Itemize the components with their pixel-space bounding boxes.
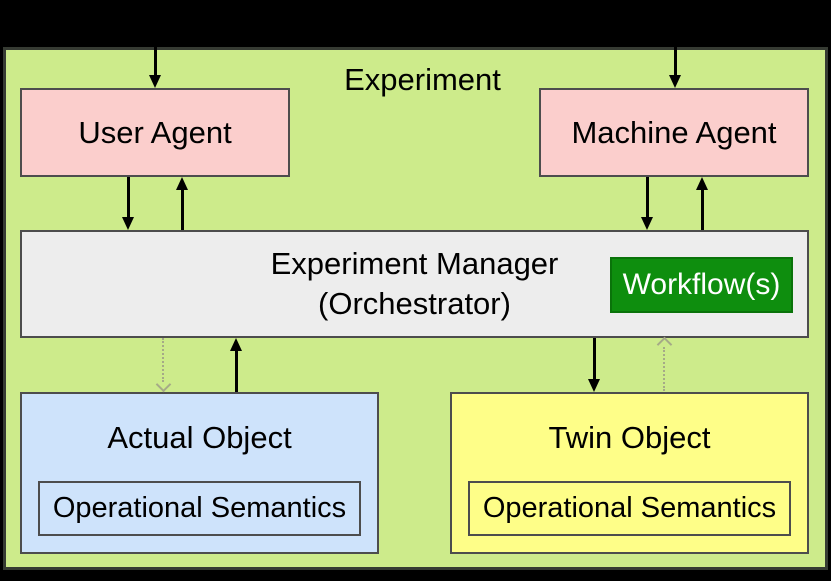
workflow-label: Workflow(s) [622, 268, 781, 301]
arrow-manager-to-actual-object-dotted [162, 338, 165, 391]
experiment-label: Experiment [344, 62, 501, 97]
user-agent-label: User Agent [78, 114, 232, 150]
arrow-manager-to-twin-object [587, 338, 600, 392]
experiment-manager-node: Experiment Manager (Orchestrator) Workfl… [20, 230, 809, 338]
arrow-top-into-machine-agent [668, 40, 681, 88]
arrow-manager-to-user-agent [175, 177, 188, 230]
actual-object-label: Actual Object [107, 419, 292, 455]
twin-operational-semantics-node: Operational Semantics [468, 481, 791, 536]
twin-object-node: Twin Object Operational Semantics [450, 392, 809, 554]
actual-object-node: Actual Object Operational Semantics [20, 392, 379, 554]
workflow-node: Workflow(s) [610, 257, 793, 313]
experiment-manager-subtitle: (Orchestrator) [318, 286, 511, 321]
arrow-top-into-user-agent [148, 40, 161, 88]
user-agent-node: User Agent [20, 88, 290, 177]
arrow-actual-object-to-manager [229, 338, 242, 392]
machine-agent-label: Machine Agent [571, 114, 777, 150]
actual-operational-semantics-label: Operational Semantics [52, 492, 347, 524]
arrow-machine-agent-to-manager [640, 177, 653, 230]
arrow-twin-object-to-manager-dotted [663, 338, 666, 391]
arrow-manager-to-machine-agent [695, 177, 708, 230]
arrow-user-agent-to-manager [121, 177, 134, 230]
machine-agent-node: Machine Agent [539, 88, 809, 177]
twin-object-label: Twin Object [548, 419, 711, 455]
actual-operational-semantics-node: Operational Semantics [38, 481, 361, 536]
experiment-manager-title: Experiment Manager [270, 246, 559, 281]
twin-operational-semantics-label: Operational Semantics [482, 492, 777, 524]
